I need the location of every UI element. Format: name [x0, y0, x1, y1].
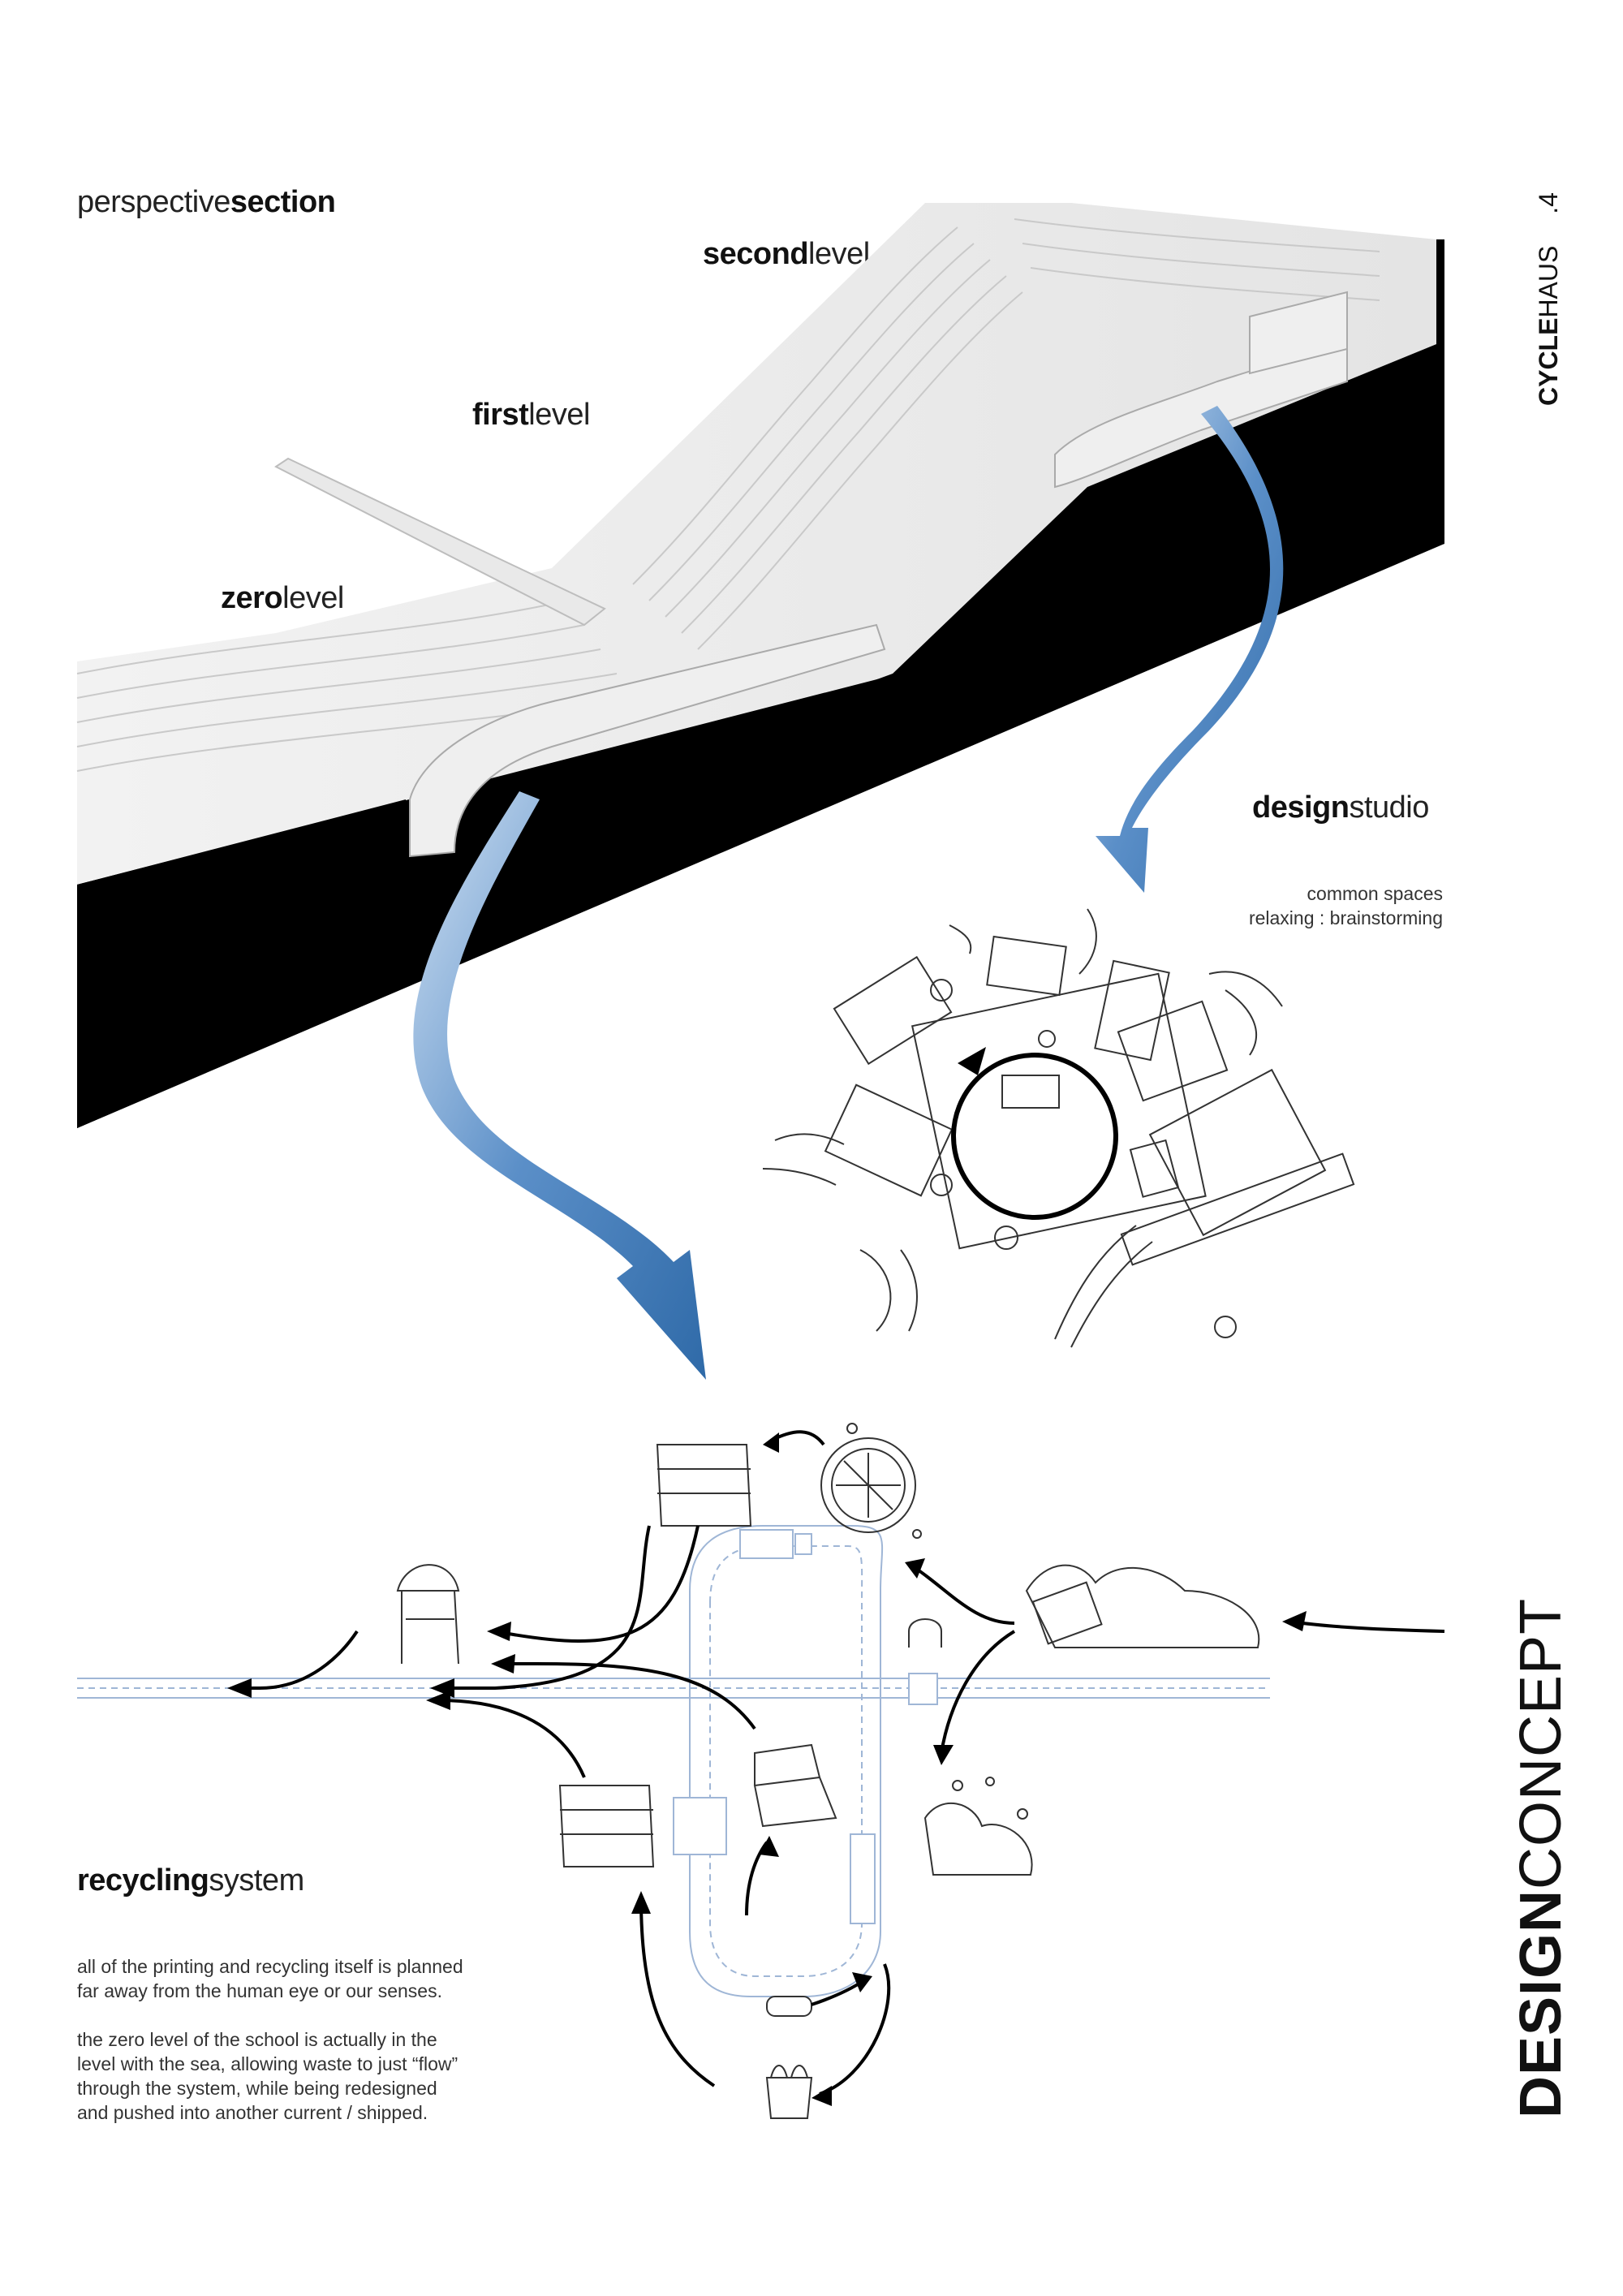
printer-sketch [753, 1743, 837, 1828]
design-studio-title: designstudio [1252, 790, 1429, 825]
sketch-arm-bottom [859, 1249, 918, 1332]
shredder-drum [820, 1437, 916, 1533]
recycling-system-title: recyclingsystem [77, 1863, 304, 1898]
sketch-card [1001, 1075, 1060, 1109]
rotation-arrowhead [958, 1047, 986, 1075]
sketch-hand-top [1208, 971, 1283, 1056]
sketch-arm-right [1054, 1225, 1153, 1348]
terrain-surface [77, 203, 1436, 885]
flow-arrowheads [227, 1432, 1307, 2106]
zero-level-cavity [409, 623, 886, 858]
section-cut-block [77, 341, 1444, 1128]
flow-arrow-recycling [413, 791, 706, 1380]
magnet-icon [908, 1618, 942, 1648]
sketch-hand-top-left [949, 908, 1097, 975]
ramp [274, 457, 606, 627]
conveyor-stations [673, 1529, 938, 1924]
bottle-sketch [766, 1996, 812, 2017]
flow-arrow-studio [1096, 406, 1284, 893]
pallet-stack-top [656, 1444, 752, 1527]
sketch-table [911, 972, 1207, 1250]
section-title: perspectivesection [77, 185, 336, 219]
level-label-first: firstlevel [472, 398, 590, 432]
sketch-note [1129, 1139, 1180, 1198]
second-level-cavity [1249, 291, 1348, 375]
bag-sketch [765, 2065, 813, 2119]
design-studio-caption: common spaces relaxing : brainstorming [1248, 883, 1443, 928]
rotation-circle [951, 1053, 1118, 1220]
waste-pile [1025, 1564, 1260, 1648]
sketch-board [1148, 1068, 1327, 1237]
sketch-cup [930, 979, 953, 1002]
level-label-second: secondlevel [703, 237, 870, 271]
sketch-ruler [1120, 1152, 1355, 1266]
sketch-paper [833, 955, 953, 1066]
sketch-laptop [1117, 1000, 1229, 1102]
contour-lines [76, 218, 1380, 772]
sketch-laptop-2 [824, 1083, 954, 1197]
flow-arrows [235, 1430, 1445, 2096]
pallet-stack-left [558, 1785, 655, 1867]
tablet [986, 935, 1067, 997]
chair-sketch [396, 1564, 460, 1665]
plastic-fragments [923, 1803, 1033, 1876]
sketch-hand-left [762, 1133, 845, 1186]
level-label-zero: zerolevel [221, 581, 344, 615]
recycling-description: all of the printing and recycling itself… [77, 1956, 463, 2123]
